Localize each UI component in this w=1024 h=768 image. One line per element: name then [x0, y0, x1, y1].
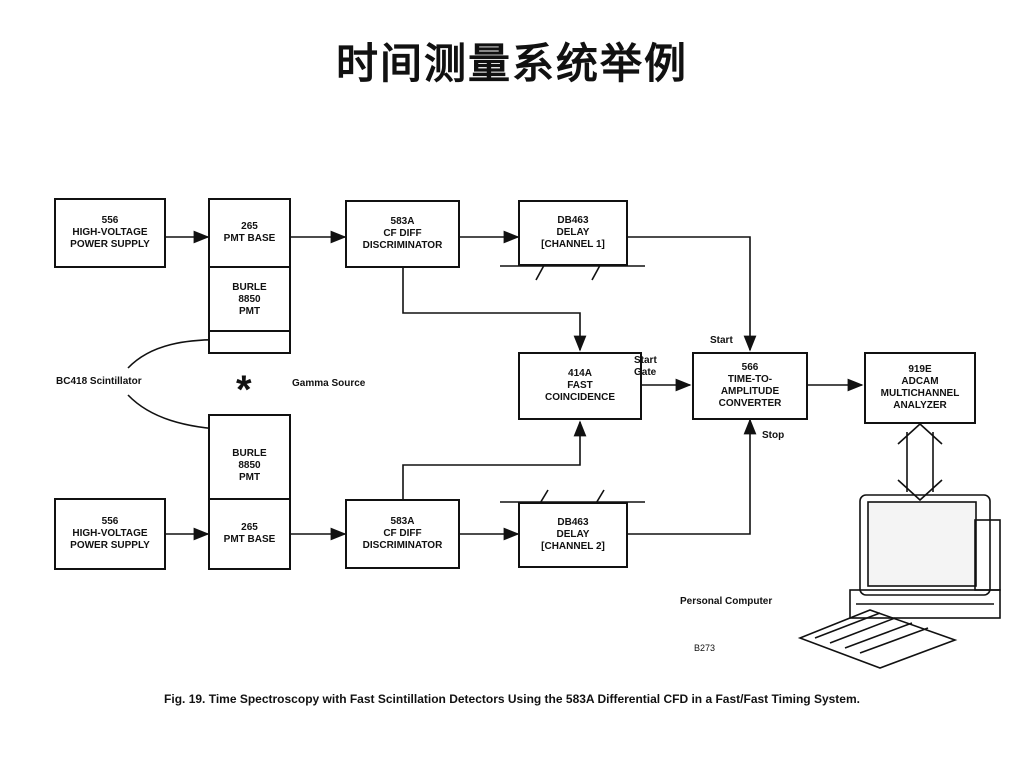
coincidence-unit: 414A FAST COINCIDENCE: [518, 352, 642, 420]
pmt-base-bottom: 265 PMT BASE: [208, 498, 291, 570]
wire-delay-bottom-to-tac: [628, 418, 757, 535]
hv-supply-top-label: 556 HIGH-VOLTAGE POWER SUPPLY: [70, 215, 150, 250]
wire-delay-top-to-tac: [628, 236, 757, 352]
slide-title: 时间测量系统举例: [335, 39, 688, 88]
start-gate-label: Start Gate: [634, 355, 657, 378]
pmt-base-bottom-label: 265 PMT BASE: [223, 522, 276, 545]
gamma-source-label: Gamma Source: [292, 378, 366, 389]
tac-unit: 566 TIME-TO- AMPLITUDE CONVERTER: [692, 352, 808, 420]
wire-cfd-bottom-to-coinc: [402, 420, 587, 499]
mca-label: 919E ADCAM MULTICHANNEL ANALYZER: [880, 364, 960, 411]
delay-bottom-label: DB463 DELAY [CHANNEL 2]: [541, 517, 605, 552]
start-label: Start: [710, 335, 733, 346]
delay-bottom: DB463 DELAY [CHANNEL 2]: [518, 502, 628, 568]
gamma-source-star: *: [236, 368, 252, 412]
cfd-top-label: 583A CF DIFF DISCRIMINATOR: [362, 216, 443, 251]
mca-unit: 919E ADCAM MULTICHANNEL ANALYZER: [864, 352, 976, 424]
computer-icon: [797, 494, 1001, 669]
hv-supply-bottom-label: 556 HIGH-VOLTAGE POWER SUPPLY: [70, 516, 150, 551]
cfd-bottom-label: 583A CF DIFF DISCRIMINATOR: [362, 516, 443, 551]
pmt-base-top: 265 PMT BASE: [208, 198, 291, 268]
cfd-bottom: 583A CF DIFF DISCRIMINATOR: [345, 499, 460, 569]
hv-supply-top: 556 HIGH-VOLTAGE POWER SUPPLY: [54, 198, 166, 268]
pmt-bottom-label: BURLE 8850 PMT: [232, 448, 267, 483]
figure-caption: Fig. 19. Time Spectroscopy with Fast Sci…: [164, 692, 860, 706]
scintillator-bottom: [208, 414, 291, 436]
pmt-top-label: BURLE 8850 PMT: [232, 282, 267, 317]
tac-label: 566 TIME-TO- AMPLITUDE CONVERTER: [718, 362, 782, 409]
hv-supply-bottom: 556 HIGH-VOLTAGE POWER SUPPLY: [54, 498, 166, 570]
pmt-base-top-label: 265 PMT BASE: [223, 221, 276, 244]
pc-label: Personal Computer: [680, 596, 773, 607]
coincidence-label: 414A FAST COINCIDENCE: [544, 368, 615, 403]
pmt-top: BURLE 8850 PMT: [208, 266, 291, 332]
delay-top: DB463 DELAY [CHANNEL 1]: [518, 200, 628, 266]
delay-top-label: DB463 DELAY [CHANNEL 1]: [541, 215, 605, 250]
figure-code: B273: [694, 643, 716, 653]
wire-cfd-top-to-coinc: [402, 268, 587, 352]
pmt-bottom: BURLE 8850 PMT: [208, 434, 291, 500]
scintillator-label: BC418 Scintillator: [56, 376, 142, 387]
cfd-top: 583A CF DIFF DISCRIMINATOR: [345, 200, 460, 268]
scintillator-top: [208, 330, 291, 354]
stop-label: Stop: [762, 430, 785, 441]
